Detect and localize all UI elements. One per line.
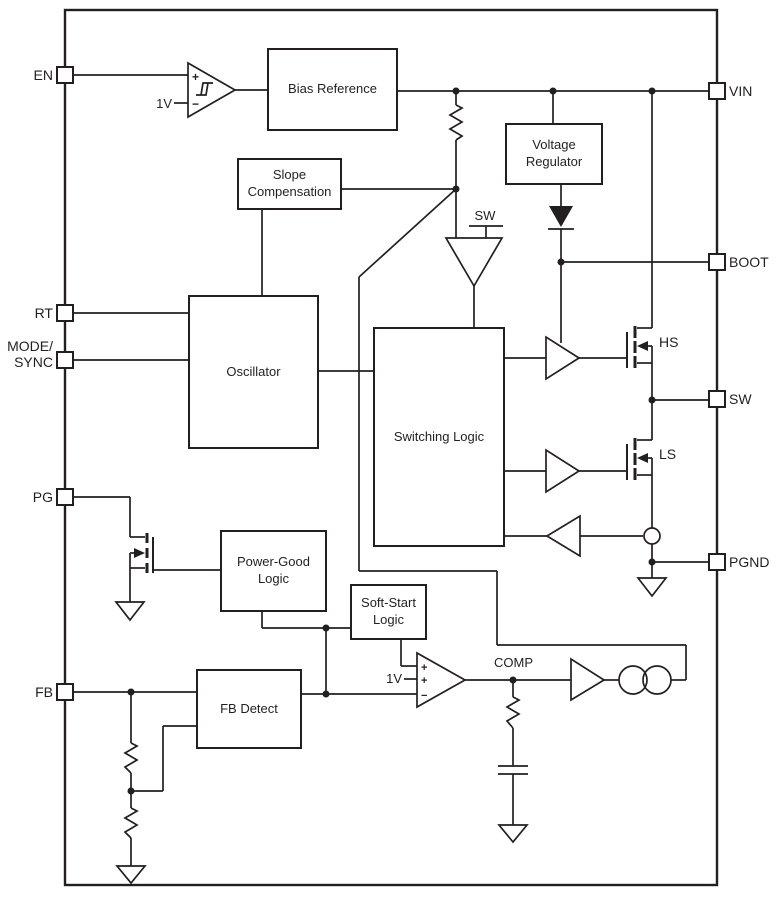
en-comparator-ref-label: 1V [156, 96, 172, 111]
sw-sense-net-label: SW [474, 208, 496, 223]
fb-divider-resistor-bottom [123, 807, 139, 839]
pin-label-pg: PG [32, 489, 53, 505]
hs-mosfet [626, 326, 653, 400]
comp-buffer [570, 657, 606, 702]
pin-label-mode-line2: SYNC [14, 354, 53, 370]
pgnd-ground-icon [636, 577, 668, 598]
comp-resistor [505, 696, 521, 729]
wire-oscillator [73, 312, 373, 372]
pin-label-fb: FB [35, 684, 53, 700]
wire-current-feedback-loop [358, 188, 687, 681]
pin-squares [56, 66, 726, 701]
sense-resistor [448, 104, 464, 141]
sw-sense-buffer [444, 237, 504, 288]
hs-fet-label: HS [659, 334, 679, 350]
zero-cross-bubble [643, 527, 661, 545]
en-comparator [187, 61, 237, 119]
pin-mode-sync [56, 351, 74, 369]
wire-comp-rc [498, 680, 528, 825]
wire-soft-start-out [400, 640, 417, 667]
ls-body-arrow-icon [637, 453, 648, 463]
error-amp-plus-top: + [421, 662, 427, 674]
fb-ground-icon [115, 865, 147, 885]
switching-logic-block: Switching Logic [373, 327, 505, 547]
pg-mosfet [129, 533, 154, 602]
wire-pgnd [651, 544, 709, 578]
pin-fb [56, 683, 74, 701]
pin-label-boot: BOOT [729, 254, 769, 270]
bias-reference-block: Bias Reference [267, 48, 398, 131]
error-amp-ref-label: 1V [386, 671, 402, 686]
pin-pg [56, 488, 74, 506]
zero-cross-comparator [545, 514, 581, 558]
pin-label-mode-line1: MODE/ [7, 338, 53, 354]
error-amplifier [416, 651, 467, 709]
pin-vin [708, 82, 726, 100]
slope-compensation-block: Slope Compensation [237, 158, 342, 210]
wire-boot [560, 261, 709, 343]
voltage-regulator-block: Voltage Regulator [505, 123, 603, 185]
wire-power-good-out [261, 612, 350, 694]
pin-label-en: EN [33, 67, 53, 83]
wire-en [73, 74, 188, 104]
pin-en [56, 66, 74, 84]
pin-label-mode-sync: MODE/ SYNC [0, 338, 53, 370]
wire-slope-comp [261, 188, 456, 295]
pg-ground-icon [114, 601, 146, 622]
pin-label-rt: RT [34, 305, 53, 321]
ls-fet-label: LS [659, 446, 677, 462]
pin-label-sw: SW [729, 391, 752, 407]
oscillator-block: Oscillator [188, 295, 319, 449]
wire-fb-divider [123, 692, 196, 866]
current-source-icon [618, 665, 672, 695]
hs-gate-driver [545, 335, 581, 381]
pin-sw [708, 390, 726, 408]
junction-dots [127, 87, 656, 795]
chip-outline [63, 8, 719, 887]
wire-sw-node [651, 399, 709, 440]
error-amp-minus: − [421, 690, 427, 702]
fb-divider-resistor-top [123, 742, 139, 774]
hysteresis-icon [196, 82, 213, 96]
wire-pg [73, 496, 220, 571]
wire-voltage-regulator [552, 91, 562, 262]
comp-ground-icon [497, 824, 529, 844]
boot-diode-icon [548, 206, 574, 230]
pin-label-pgnd: PGND [729, 554, 770, 570]
fb-detect-block: FB Detect [196, 669, 302, 749]
wire-sw-sense [469, 225, 503, 327]
en-comparator-minus: − [192, 97, 199, 111]
hs-body-arrow-icon [637, 341, 648, 351]
wire-sense-resistor-branch [448, 91, 464, 238]
power-good-logic-block: Power-Good Logic [220, 530, 327, 612]
comp-net-label: COMP [494, 655, 533, 670]
pin-rt [56, 304, 74, 322]
ls-gate-driver [545, 448, 581, 494]
pin-pgnd [708, 553, 726, 571]
ls-mosfet [626, 438, 653, 528]
pin-label-vin: VIN [729, 83, 753, 99]
error-amp-plus-mid: + [421, 675, 427, 687]
soft-start-logic-block: Soft-Start Logic [350, 584, 427, 640]
en-comparator-plus: + [192, 70, 199, 84]
pg-body-arrow-icon [134, 548, 145, 558]
pin-boot [708, 253, 726, 271]
